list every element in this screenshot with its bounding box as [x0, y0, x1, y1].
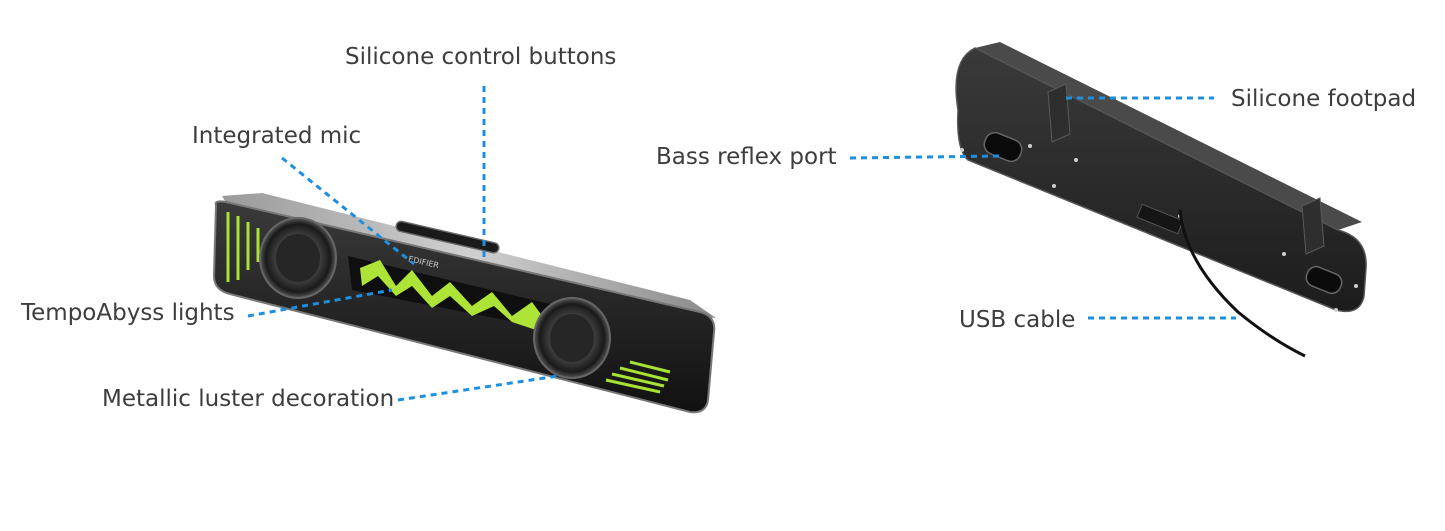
label-silicone-footpad: Silicone footpad: [1231, 86, 1417, 112]
usb-cable-wire: [1178, 209, 1306, 358]
leader-lines: [247, 86, 1236, 402]
leader-metallic-luster: [397, 374, 559, 402]
label-tempoabyss-lights: TempoAbyss lights: [21, 300, 235, 326]
right-footpad: [1301, 197, 1325, 255]
left-woofer-cone: [276, 234, 320, 282]
rear-top-face: [975, 42, 1362, 230]
label-silicone-control-buttons: Silicone control buttons: [345, 44, 617, 70]
left-glow-fins: [226, 212, 260, 282]
leader-bass-reflex-port: [849, 154, 1001, 160]
label-integrated-mic: Integrated mic: [192, 123, 362, 149]
leader-tempoabyss-lights: [247, 288, 393, 318]
label-metallic-luster-decoration: Metallic luster decoration: [102, 386, 395, 412]
soundbar-rear-view: [955, 42, 1367, 358]
soundbar-front-view: EDIFIER: [212, 193, 716, 414]
cable-port: [1136, 203, 1184, 235]
control-button-strip: [395, 220, 500, 254]
left-footpad: [1047, 83, 1071, 143]
tempoabyss-light-bar: [348, 256, 550, 330]
right-glow-fins: [605, 360, 671, 394]
screws: [960, 144, 1358, 312]
right-woofer-cone: [550, 314, 594, 362]
right-bass-port: [1305, 265, 1343, 295]
label-bass-reflex-port: Bass reflex port: [656, 144, 837, 170]
label-usb-cable: USB cable: [959, 307, 1076, 333]
